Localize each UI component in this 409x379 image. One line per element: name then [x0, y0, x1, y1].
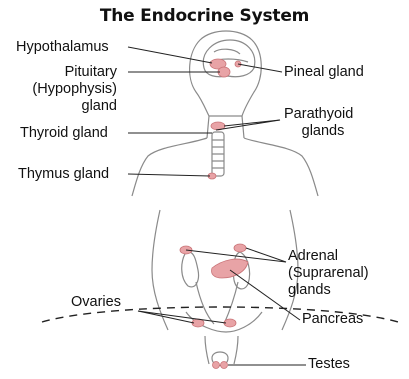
label-adrenal: Adrenal (Suprarenal) glands — [288, 248, 369, 299]
label-hypothalamus: Hypothalamus — [16, 39, 109, 56]
label-pineal: Pineal gland — [284, 64, 364, 81]
leader-hypothalamus — [128, 47, 212, 63]
leader-pineal — [238, 64, 282, 72]
torso-lower-outline — [152, 210, 168, 330]
torso-upper-outline — [132, 138, 207, 196]
left-kidney — [182, 252, 199, 287]
right-testis — [221, 362, 228, 369]
label-thyroid: Thyroid gland — [20, 125, 108, 142]
label-testes: Testes — [308, 356, 350, 373]
label-parathyroid: Parathyoid glands — [284, 106, 362, 140]
leader-thymus — [128, 174, 210, 176]
leader-parathyroid-2 — [216, 120, 280, 130]
pancreas — [211, 259, 248, 278]
label-thymus: Thymus gland — [18, 166, 109, 183]
label-pancreas: Pancreas — [302, 311, 363, 328]
label-ovaries: Ovaries — [71, 294, 121, 311]
label-pituitary: Pituitary (Hypophysis) gland — [32, 64, 117, 115]
left-testis — [213, 362, 220, 369]
right-adrenal-gland — [234, 244, 246, 252]
leader-ovaries-2 — [138, 311, 226, 323]
